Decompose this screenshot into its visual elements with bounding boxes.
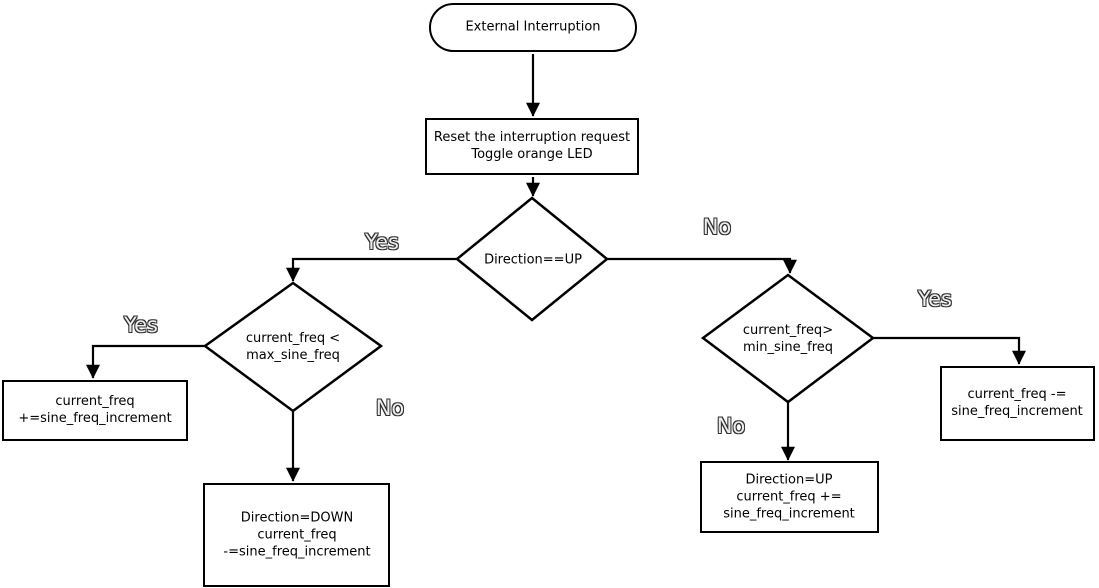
decrement-process-box — [940, 366, 1095, 441]
set-up-process-box — [700, 461, 879, 533]
decrement-label: current_freq -= sine_freq_increment — [951, 387, 1083, 419]
decision-max-freq-label: current_freq < max_sine_freq — [245, 331, 341, 363]
start-label: External Interruption — [465, 19, 601, 35]
set-up-label: Direction=UP current_freq += sine_freq_i… — [723, 472, 855, 522]
edge-checkmin-yes-to-decrement — [873, 336, 1026, 365]
increment-process-box — [2, 380, 188, 441]
reset-process-box — [425, 118, 639, 175]
edge-checkmax-yes-to-increment — [86, 344, 205, 379]
branch-label-center-yes: Yes — [364, 229, 399, 254]
branch-label-right-no: No — [716, 413, 746, 438]
edge-direction-yes-to-checkmax — [286, 257, 457, 282]
decision-direction-label: Direction==UP — [484, 252, 582, 268]
set-down-process-box — [203, 483, 390, 587]
edge-direction-no-to-checkmin — [607, 257, 797, 274]
branch-label-left-no: No — [375, 395, 405, 420]
branch-label-left-yes: Yes — [123, 312, 158, 337]
decision-min-freq-label: current_freq> min_sine_freq — [742, 323, 834, 355]
branch-label-center-no: No — [702, 214, 732, 239]
increment-label: current_freq +=sine_freq_increment — [18, 394, 172, 426]
decision-direction-diamond — [455, 196, 609, 322]
set-down-label: Direction=DOWN current_freq -=sine_freq_… — [223, 510, 371, 560]
decision-max-freq-diamond — [202, 281, 384, 413]
branch-label-right-yes: Yes — [917, 286, 952, 311]
decision-min-freq-diamond — [700, 273, 876, 404]
start-terminator — [429, 3, 637, 52]
reset-label: Reset the interruption request Toggle or… — [433, 130, 631, 162]
